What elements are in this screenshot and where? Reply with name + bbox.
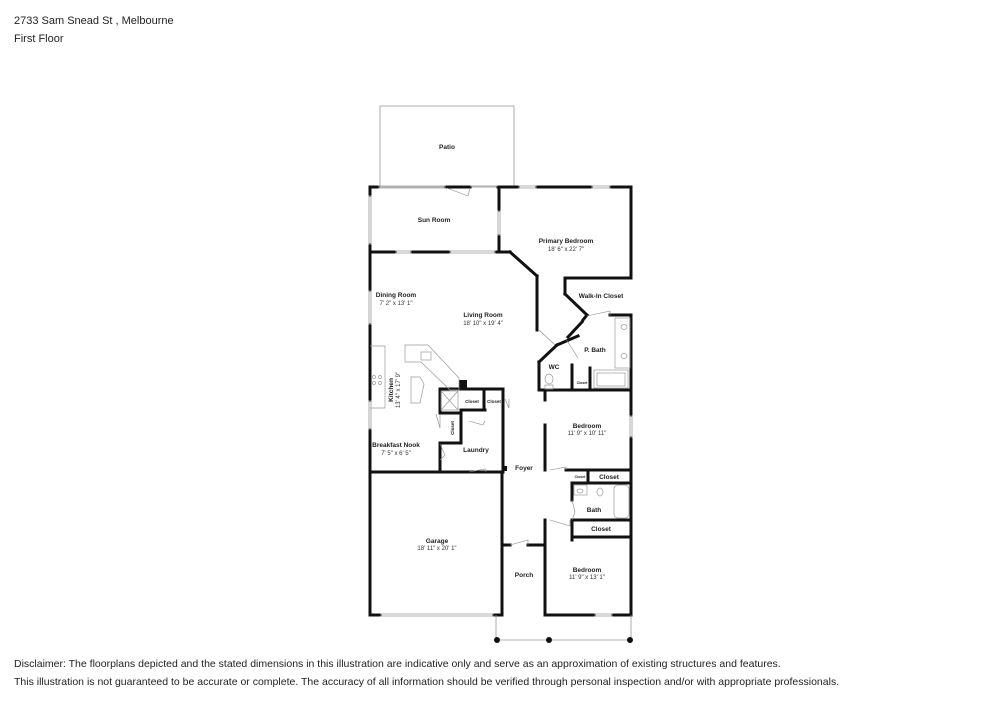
primary-bedroom-dims: 18' 6" x 22' 7" (548, 247, 584, 253)
garage-dims: 18' 11" x 20' 1" (417, 546, 456, 552)
kitchen-label: Kitchen (388, 378, 395, 402)
walls (368, 185, 633, 617)
bed2-closet-label: Closet (591, 526, 612, 533)
column (459, 380, 467, 389)
doors (435, 187, 611, 546)
bedroom-1-label: Bedroom (573, 423, 602, 430)
porch-label: Porch (515, 572, 533, 579)
living-room-dims: 18' 10" x 19' 4" (463, 321, 503, 327)
sun-room-label: Sun Room (418, 217, 451, 224)
kitchen-dims: 13' 4" x 17' 9" (396, 372, 402, 408)
laundry-label: Laundry (463, 447, 489, 454)
garage-label: Garage (426, 538, 449, 545)
bath-label: Bath (587, 507, 601, 514)
bed1-small-closet-label: Closet (575, 475, 587, 479)
closet-1-label: Closet (465, 399, 479, 404)
wc-label: WC (549, 364, 560, 371)
dining-room-label: Dining Room (376, 292, 417, 299)
pbath-closet-label: Closet (577, 381, 589, 385)
closet-2-label: Closet (487, 399, 501, 404)
bedroom-2-dims: 11' 9" x 13' 1" (569, 575, 605, 581)
primary-bedroom-label: Primary Bedroom (539, 238, 594, 245)
living-room-label: Living Room (463, 312, 503, 319)
bed1-closet-label: Closet (599, 474, 620, 481)
patio-label: Patio (439, 144, 455, 151)
property-address: 2733 Sam Snead St , Melbourne (14, 15, 174, 27)
bedroom-1-dims: 11' 9" x 10' 11" (568, 431, 607, 437)
windows (368, 185, 633, 641)
disclaimer-line-2: This illustration is not guaranteed to b… (14, 676, 840, 688)
p-bath-label: P. Bath (584, 347, 606, 354)
kitchen-counters (370, 344, 460, 411)
floor-label: First Floor (14, 33, 64, 45)
walk-in-closet-label: Walk-In Closet (579, 293, 624, 300)
breakfast-nook-dims: 7' 5" x 6' 5" (381, 451, 411, 457)
bath-fixtures (544, 317, 631, 519)
foyer-label: Foyer (515, 465, 533, 472)
closet-3-label: Closet (450, 421, 455, 435)
dining-room-dims: 7' 2" x 13' 1" (380, 301, 413, 307)
bedroom-2-label: Bedroom (573, 567, 602, 574)
porch-columns (494, 637, 633, 643)
foyer-column (503, 466, 507, 471)
disclaimer-line-1: Disclaimer: The floorplans depicted and … (14, 658, 781, 670)
breakfast-nook-label: Breakfast Nook (372, 442, 420, 449)
